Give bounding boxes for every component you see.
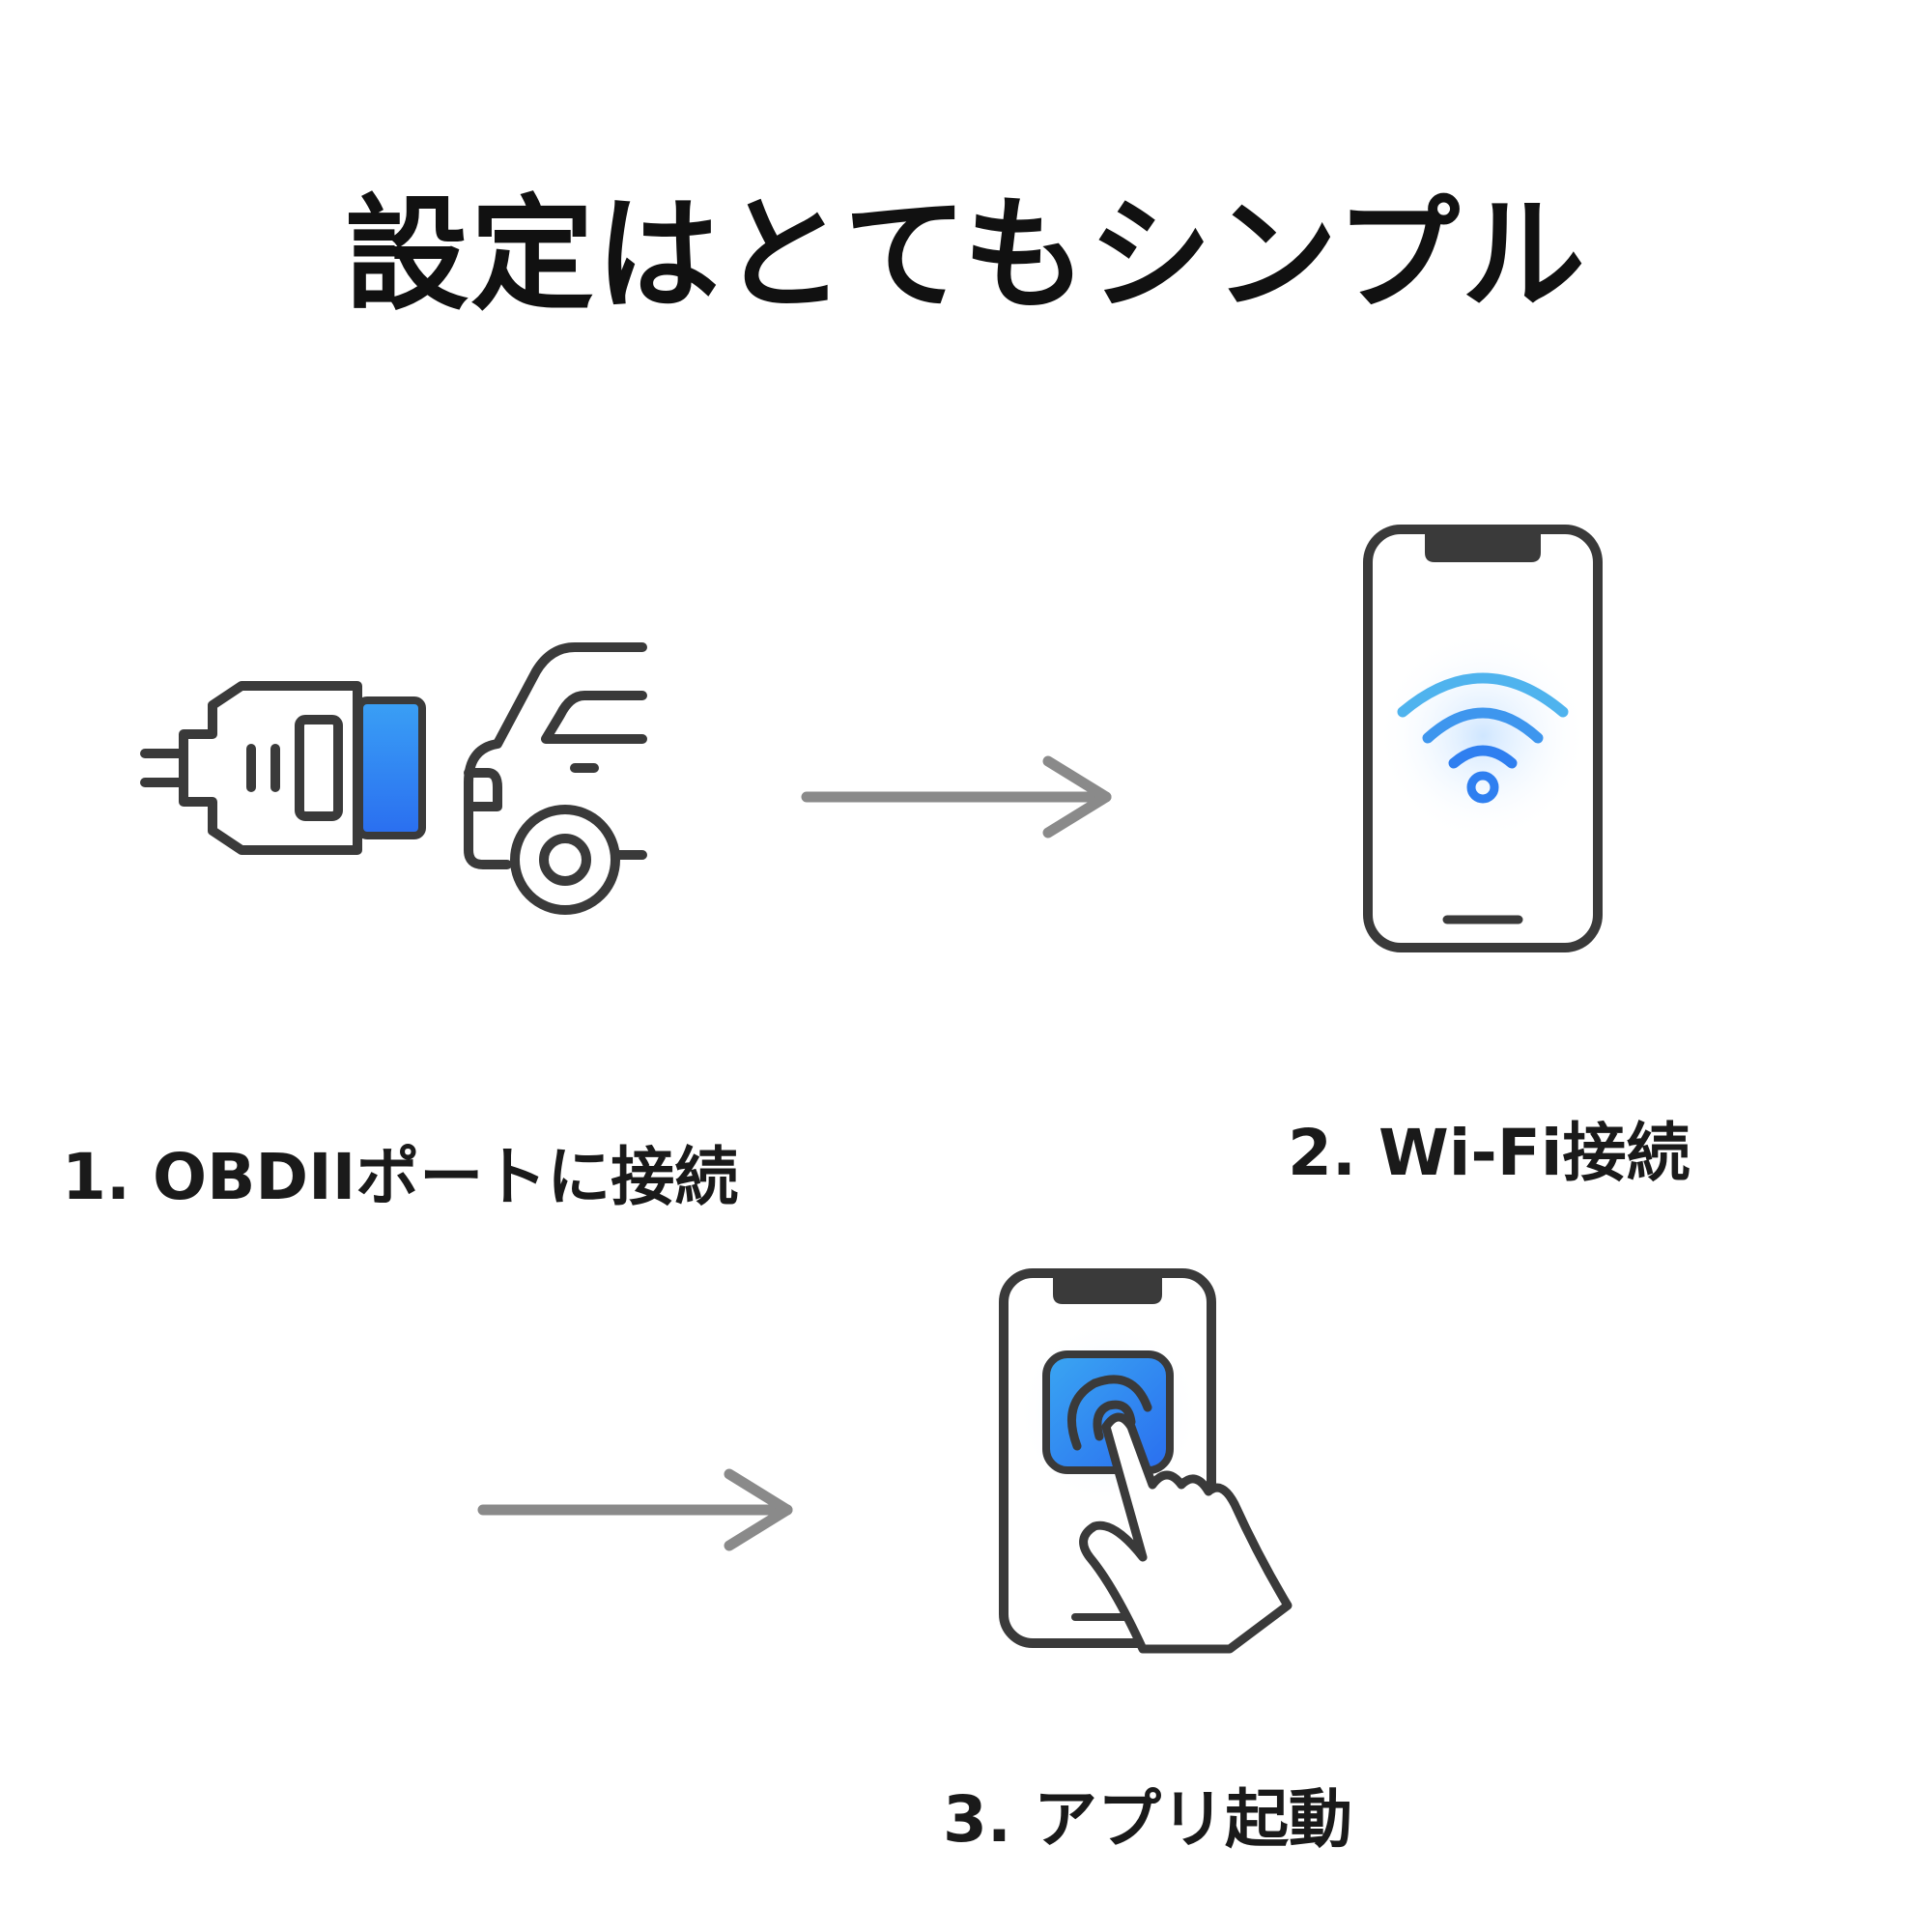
step-2-label: 2. Wi-Fi接続 <box>1288 1116 1690 1190</box>
phone-wifi-icon <box>1363 525 1603 952</box>
page-title: 設定はとてもシンプル <box>345 184 1587 327</box>
car-icon <box>464 642 647 915</box>
obd-plug-icon <box>140 681 426 855</box>
arrow-right-icon <box>801 755 1112 838</box>
step-1-label: 1. OBDIIポートに接続 <box>62 1140 739 1214</box>
phone-tap-app-icon <box>999 1268 1293 1654</box>
step-3-label: 3. アプリ起動 <box>943 1782 1352 1857</box>
arrow-right-icon <box>477 1468 793 1551</box>
